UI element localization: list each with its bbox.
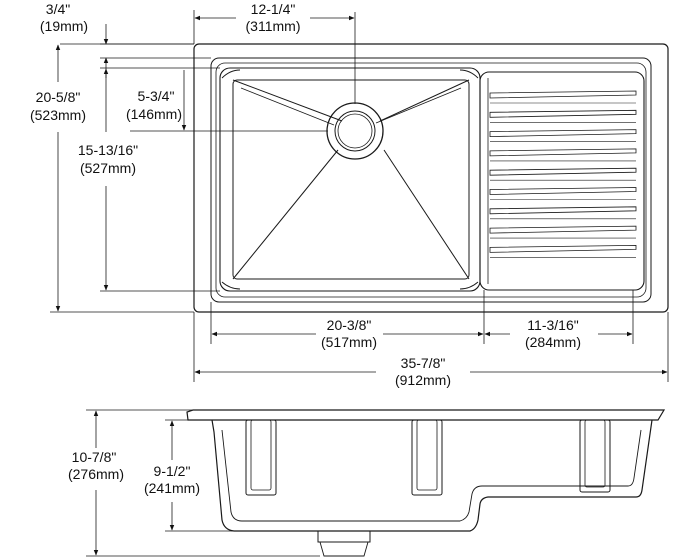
- sink-bowl: [219, 67, 481, 292]
- dim-bowl-height-imperial: 9-1/2": [154, 463, 191, 479]
- drainboard-rib: [489, 225, 637, 234]
- dim-overall-depth-imperial: 20-5/8": [36, 89, 81, 105]
- dim-bowl-depth-metric: (527mm): [80, 160, 136, 176]
- dim-bowl-width-imperial: 20-3/8": [327, 317, 372, 333]
- dim-overall-height-imperial: 10-7/8": [72, 449, 117, 465]
- dim-drain-h-metric: (311mm): [246, 18, 301, 34]
- top-dimensions: 3/4" (19mm) 12-1/4" (311mm) 20-5/8" (523…: [30, 1, 669, 388]
- dim-offset-top-metric: (19mm): [40, 18, 88, 34]
- drainboard-rib: [489, 90, 637, 99]
- drainboard-rib: [489, 167, 637, 176]
- drainboard-rib: [489, 148, 637, 157]
- dim-bowl-width-metric: (517mm): [321, 334, 377, 350]
- side-drain: [317, 530, 371, 543]
- drainboard-rib: [489, 244, 637, 253]
- side-flange: [186, 409, 666, 421]
- dim-drain-v-metric: (146mm): [126, 106, 182, 122]
- sink-top-view: [130, 12, 669, 313]
- dim-bowl-height-metric: (241mm): [144, 480, 200, 496]
- drainboard-rib: [489, 109, 637, 118]
- dim-overall-height-metric: (276mm): [68, 466, 124, 482]
- drainboard-rib: [489, 187, 637, 195]
- sink-inner-rim: [210, 57, 652, 303]
- side-body: [211, 419, 653, 532]
- sink-side-view: 10-7/8" (276mm) 9-1/2" (241mm): [68, 409, 666, 557]
- dim-drain-h-imperial: 12-1/4": [251, 1, 296, 17]
- dim-overall-width-imperial: 35-7/8": [401, 355, 446, 371]
- dim-overall-depth-metric: (523mm): [30, 107, 86, 123]
- dim-bowl-depth-imperial: 15-13/16": [78, 142, 138, 158]
- dim-overall-width-metric: (912mm): [395, 372, 451, 388]
- drainboard: [479, 71, 645, 291]
- sink-outer-rim: [193, 43, 669, 313]
- dim-drainboard-metric: (284mm): [525, 334, 581, 350]
- drainboard-rib: [489, 206, 637, 215]
- dim-drainboard-imperial: 11-3/16": [527, 317, 578, 333]
- dim-offset-top-imperial: 3/4": [46, 1, 70, 17]
- drain: [326, 102, 384, 160]
- side-ribs: [245, 419, 611, 496]
- drainboard-rib: [489, 129, 637, 138]
- dim-drain-v-imperial: 5-3/4": [138, 88, 175, 104]
